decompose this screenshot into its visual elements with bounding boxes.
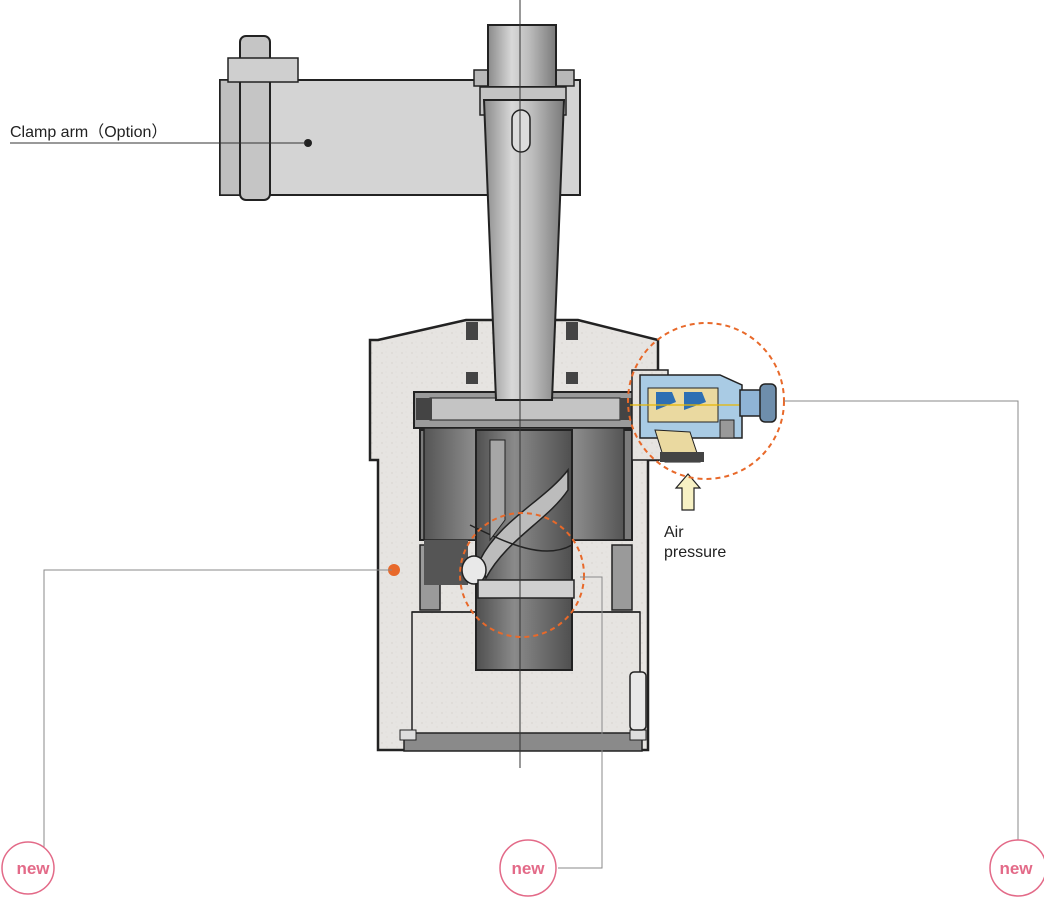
cam-groove-highlight-circle	[459, 512, 585, 638]
clamp-arm-label: Clamp arm（Option）	[10, 123, 167, 141]
air-pressure-arrow-icon	[674, 473, 702, 511]
clamp-shaft	[466, 24, 578, 401]
new-badge-center: new	[499, 839, 557, 897]
cam-rod	[461, 429, 575, 671]
clamp-arm-pointer-dot	[304, 139, 312, 147]
body-marker-dot	[388, 564, 400, 576]
new-badge-right-text: new	[999, 859, 1033, 878]
leader-line-center	[558, 576, 603, 869]
air-pressure-label-line1: Air	[664, 524, 684, 541]
new-badge-center-text: new	[511, 859, 545, 878]
leader-line-left	[43, 569, 392, 868]
new-badge-left: new	[1, 841, 55, 895]
leader-line-right	[784, 400, 1019, 840]
air-valve-assembly	[630, 369, 777, 463]
new-badge-right: new	[989, 839, 1044, 897]
new-badge-left-text: new	[16, 859, 50, 878]
air-pressure-label-line2: pressure	[664, 544, 726, 561]
